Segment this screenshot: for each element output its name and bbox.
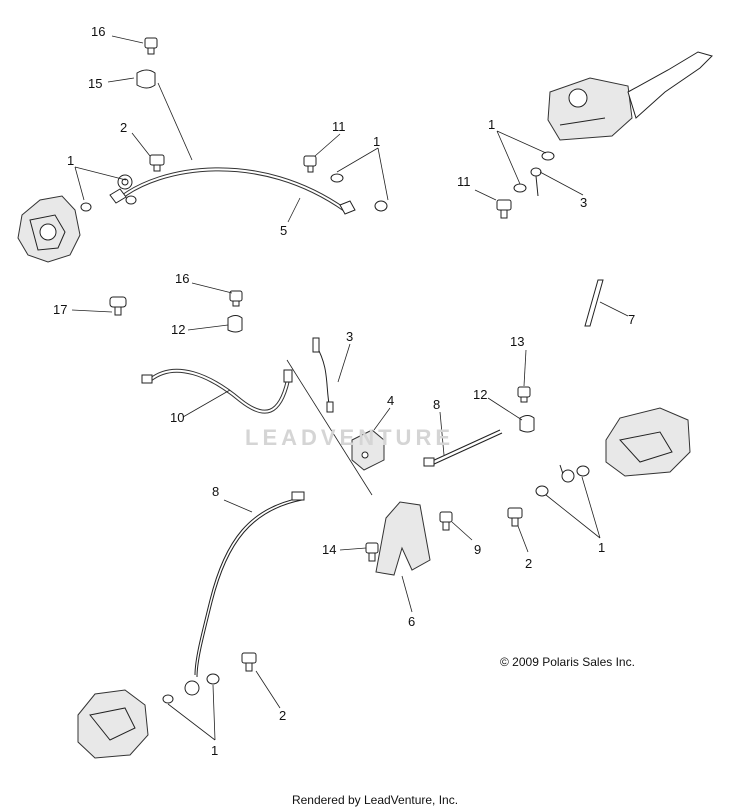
fitting-3-upper xyxy=(530,167,542,197)
callout-1-a: 1 xyxy=(67,153,74,168)
callout-11-b: 11 xyxy=(457,174,471,189)
callout-1-e: 1 xyxy=(211,743,218,758)
callout-16-a: 16 xyxy=(91,24,105,39)
callout-6: 6 xyxy=(408,614,415,629)
brake-line-3-center xyxy=(312,337,334,413)
banjo-fitting-upper-left xyxy=(117,174,133,190)
bolt-2-lower xyxy=(241,652,257,672)
junction-block-4 xyxy=(351,429,385,471)
clamp-15 xyxy=(136,69,156,89)
screw-16-mid xyxy=(229,290,243,307)
callout-1-c: 1 xyxy=(488,117,495,132)
callout-17: 17 xyxy=(53,302,67,317)
callout-2-b: 2 xyxy=(525,556,532,571)
callout-1-b: 1 xyxy=(373,134,380,149)
bolt-2-right xyxy=(507,507,523,527)
clamp-12-left xyxy=(227,315,243,333)
copyright-text: © 2009 Polaris Sales Inc. xyxy=(500,655,635,669)
callout-7: 7 xyxy=(628,312,635,327)
clamp-12-right xyxy=(519,415,535,433)
callout-8-b: 8 xyxy=(212,484,219,499)
watermark: LEADVENTURE xyxy=(245,425,455,450)
front-left-caliper xyxy=(17,195,81,263)
callout-11-a: 11 xyxy=(332,119,346,134)
bolt-2-upper xyxy=(149,154,165,172)
washers-upper-right xyxy=(330,173,388,212)
callout-12-a: 12 xyxy=(171,322,185,337)
callout-1-d: 1 xyxy=(598,540,605,555)
brake-line-8-lower xyxy=(194,491,305,678)
part-7 xyxy=(584,279,604,327)
leader-lines xyxy=(71,35,629,741)
bolt-11-master xyxy=(496,199,512,219)
callout-2-a: 2 xyxy=(120,120,127,135)
callout-12-b: 12 xyxy=(473,387,487,402)
master-cylinder xyxy=(547,51,713,141)
front-right-caliper-lower xyxy=(77,689,149,759)
bolt-9 xyxy=(439,511,453,531)
callout-13: 13 xyxy=(510,334,524,349)
rear-right-caliper xyxy=(605,407,691,477)
footer-text: Rendered by LeadVenture, Inc. xyxy=(291,793,459,807)
washers-upper-left xyxy=(80,195,137,212)
screw-16-upper xyxy=(144,37,158,55)
callout-3-b: 3 xyxy=(346,329,353,344)
bolt-14 xyxy=(365,542,379,562)
brake-line-8-right xyxy=(423,429,503,467)
callout-9: 9 xyxy=(474,542,481,557)
brake-hose-upper xyxy=(109,167,356,215)
callout-15: 15 xyxy=(88,76,102,91)
callouts: 16 15 2 1 11 1 5 1 11 3 16 17 12 7 3 13 … xyxy=(53,24,635,758)
fitting-right-caliper xyxy=(535,464,590,497)
brake-hose-10 xyxy=(141,368,293,414)
bracket-6 xyxy=(375,501,431,576)
callout-8-a: 8 xyxy=(433,397,440,412)
fitting-lower-caliper xyxy=(162,673,220,704)
bleeder-17 xyxy=(109,296,127,316)
callout-4: 4 xyxy=(387,393,394,408)
screw-13 xyxy=(517,386,531,403)
callout-2-c: 2 xyxy=(279,708,286,723)
callout-14: 14 xyxy=(322,542,336,557)
callout-16-b: 16 xyxy=(175,271,189,286)
bolt-11-upper xyxy=(303,155,317,173)
callout-10: 10 xyxy=(170,410,184,425)
callout-3-a: 3 xyxy=(580,195,587,210)
callout-5: 5 xyxy=(280,223,287,238)
